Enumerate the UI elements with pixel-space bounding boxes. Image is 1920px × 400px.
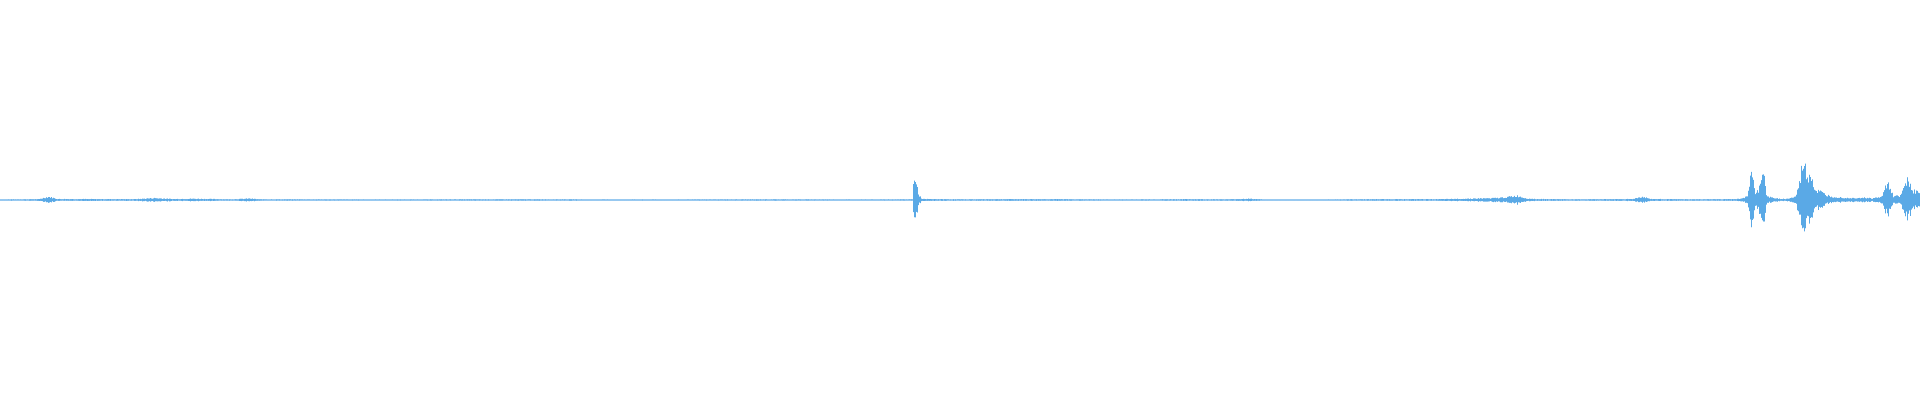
waveform-layer [0,163,1920,232]
